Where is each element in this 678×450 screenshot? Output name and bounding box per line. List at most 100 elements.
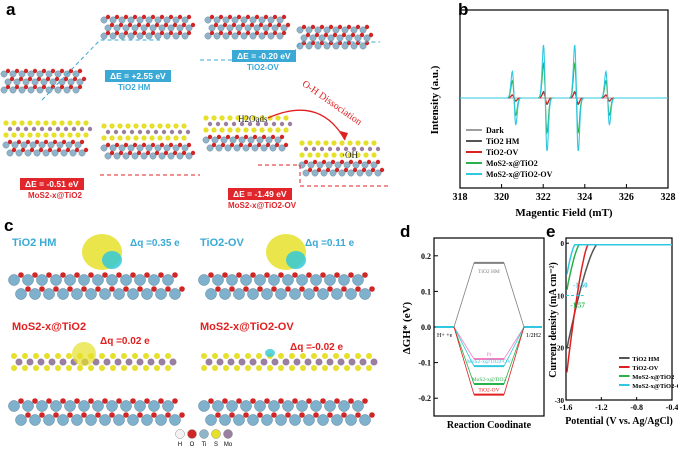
mo-atom: [26, 358, 34, 366]
s-atom: [11, 120, 17, 126]
o-atom: [218, 30, 224, 36]
mo-atom: [238, 358, 246, 366]
epr-legend-label: TiO2-OV: [486, 148, 519, 157]
s-atom: [121, 353, 127, 359]
o-atom: [261, 134, 267, 140]
s-atom: [371, 152, 377, 158]
ti-atom: [365, 169, 373, 177]
o-atom: [130, 272, 136, 278]
ti-atom: [261, 414, 273, 426]
s-atom: [125, 123, 131, 129]
s-atom: [141, 123, 147, 129]
ti-atom: [113, 414, 125, 426]
ti-atom: [303, 414, 315, 426]
o-atom: [56, 147, 62, 153]
o-atom: [47, 147, 53, 153]
s-atom: [181, 123, 187, 129]
s-atom: [181, 135, 187, 141]
s-atom: [99, 365, 105, 371]
o-atom: [61, 139, 67, 145]
o-atom: [285, 286, 291, 292]
s-atom: [117, 135, 123, 141]
ti-atom: [320, 169, 328, 177]
ti-atom: [268, 274, 280, 286]
epr-series-4: [460, 44, 668, 152]
epr-xtick-label: 324: [577, 192, 592, 203]
ti-atom: [57, 414, 69, 426]
o-atom: [364, 40, 370, 46]
o-atom: [220, 142, 226, 148]
s-atom: [43, 132, 49, 138]
ti-atom: [22, 274, 34, 286]
mo-atom: [15, 126, 21, 132]
ti-atom: [36, 400, 48, 412]
ti-atom: [176, 152, 184, 160]
d-start-label: H+ +e: [437, 333, 453, 339]
s-atom: [11, 353, 17, 359]
s-atom: [323, 152, 329, 158]
s-atom: [11, 132, 17, 138]
s-atom: [132, 353, 138, 359]
ti-atom: [261, 288, 273, 300]
mo-atom: [337, 358, 345, 366]
ti-atom: [219, 288, 231, 300]
s-atom: [278, 365, 284, 371]
o-atom: [116, 398, 122, 404]
ti-atom: [359, 414, 371, 426]
ti-atom: [169, 288, 181, 300]
s-atom: [243, 115, 249, 121]
o-atom: [321, 159, 327, 165]
o-atom: [32, 272, 38, 278]
ti-atom: [2, 141, 10, 149]
e-xtick-label: -0.4: [666, 403, 678, 412]
s-atom: [211, 115, 217, 121]
s-atom: [363, 140, 369, 146]
mo-atom: [367, 146, 373, 152]
ti-atom: [198, 274, 210, 286]
ti-atom: [106, 274, 118, 286]
s-atom: [165, 353, 171, 359]
mo-atom: [223, 121, 229, 127]
ti-atom: [148, 274, 160, 286]
mo-atom: [59, 358, 67, 366]
mo-atom: [205, 358, 213, 366]
mo-atom: [375, 146, 381, 152]
charge-density-accumulation: [72, 342, 96, 366]
o-atom: [243, 412, 249, 418]
o-atom: [179, 286, 185, 292]
s-atom: [165, 123, 171, 129]
mo-atom: [71, 126, 77, 132]
o-atom: [74, 147, 80, 153]
ti-atom: [345, 414, 357, 426]
o-atom: [25, 139, 31, 145]
mo-atom: [15, 358, 23, 366]
ti-atom: [275, 414, 287, 426]
mo-atom: [359, 146, 365, 152]
mo-atom: [169, 129, 175, 135]
o-atom: [177, 142, 183, 148]
s-atom: [44, 353, 50, 359]
mo-atom: [185, 129, 191, 135]
d-connector: [453, 262, 525, 328]
mo-atom: [271, 121, 277, 127]
mo-atom: [304, 358, 312, 366]
s-atom: [88, 365, 94, 371]
s-atom: [132, 365, 138, 371]
d-connector: [453, 326, 525, 367]
o-atom: [181, 150, 187, 156]
d-level-label: TiO2-OV: [478, 388, 499, 394]
o-atom: [172, 150, 178, 156]
o-atom: [53, 286, 59, 292]
o-atom: [343, 167, 349, 173]
ti-atom: [269, 144, 277, 152]
o-atom: [154, 150, 160, 156]
s-atom: [83, 120, 89, 126]
mos2-tio2-ov-name: MoS2-x@TiO2-OV: [228, 201, 297, 210]
o-atom: [243, 134, 249, 140]
o-atom: [250, 272, 256, 278]
o-atom: [319, 24, 325, 30]
mo-atom: [145, 129, 151, 135]
s-atom: [300, 365, 306, 371]
ti-atom: [311, 169, 319, 177]
o-atom: [102, 272, 108, 278]
